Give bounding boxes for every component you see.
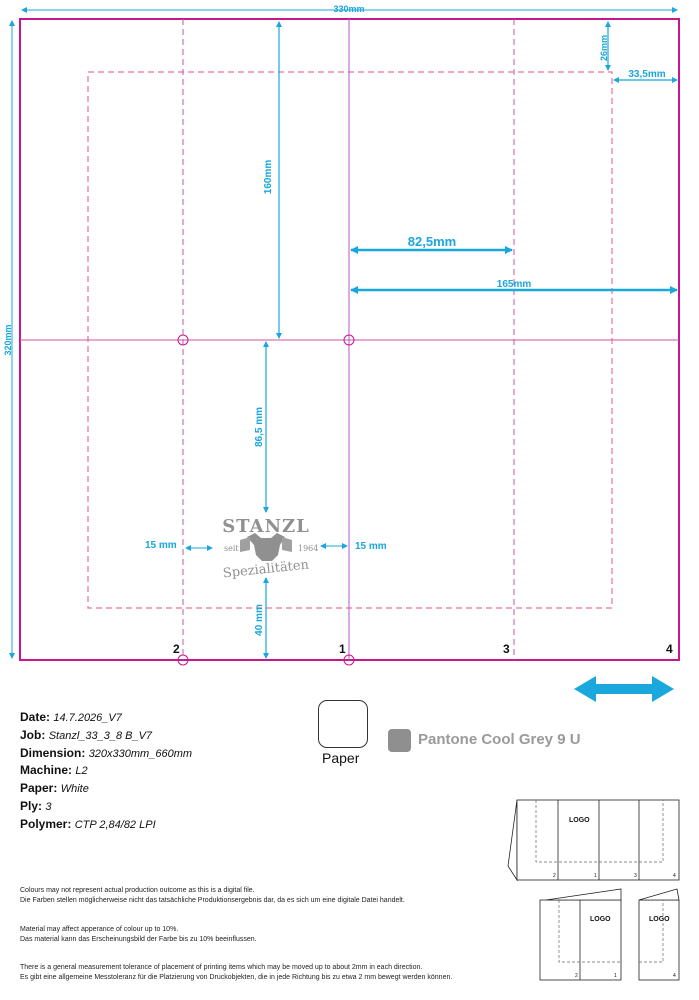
label-165: 165mm bbox=[497, 279, 532, 290]
double-arrow-icon bbox=[574, 676, 674, 702]
info-machine: Machine: L2 bbox=[20, 763, 88, 778]
info-dimension: Dimension: 320x330mm_660mm bbox=[20, 745, 193, 760]
note-tolerance-en: There is a general measurement tolerance… bbox=[20, 964, 423, 971]
label-160: 160mm bbox=[263, 160, 274, 195]
svg-text:LOGO: LOGO bbox=[649, 916, 670, 923]
svg-text:2: 2 bbox=[553, 873, 556, 879]
note-material-en: Material may affect apperance of colour … bbox=[20, 926, 179, 933]
pantone-swatch bbox=[388, 729, 411, 752]
note-colour-en: Colours may not represent actual product… bbox=[20, 887, 255, 894]
svg-text:2: 2 bbox=[575, 973, 578, 979]
label-width: 330mm bbox=[333, 4, 364, 14]
note-tolerance-de: Es gibt eine allgemeine Messtoleranz für… bbox=[20, 974, 453, 981]
label-15-left: 15 mm bbox=[145, 540, 177, 551]
note-colour-de: Die Farben stellen möglicherweise nicht … bbox=[20, 897, 405, 904]
logo-tagline: Spezialitäten bbox=[222, 557, 310, 581]
svg-text:4: 4 bbox=[673, 973, 676, 979]
paper-swatch bbox=[318, 700, 368, 748]
label-40: 40 mm bbox=[254, 604, 265, 636]
fold-diagram-top: LOGO 2 1 3 4 bbox=[507, 799, 680, 882]
info-ply: Ply: 3 bbox=[20, 798, 52, 813]
label-82-5: 82,5mm bbox=[408, 234, 456, 249]
logo-brand: STANZL bbox=[222, 516, 310, 537]
registration-mark bbox=[343, 654, 355, 666]
svg-text:1: 1 bbox=[594, 873, 597, 879]
job-info: Date: 14.7.2026_V7 Job: Stanzl_33_3_8 B_… bbox=[20, 709, 192, 834]
pantone-label: Pantone Cool Grey 9 U bbox=[418, 731, 581, 748]
registration-mark bbox=[177, 334, 189, 346]
label-height: 320mm bbox=[3, 324, 13, 355]
info-paper: Paper: White bbox=[20, 781, 89, 796]
note-material-de: Das material kann das Erscheinungsbild d… bbox=[20, 936, 257, 943]
label-15-right: 15 mm bbox=[355, 541, 387, 552]
svg-text:4: 4 bbox=[673, 873, 676, 879]
registration-mark bbox=[343, 334, 355, 346]
info-date: Date: 14.7.2026_V7 bbox=[20, 710, 122, 724]
svg-text:3: 3 bbox=[634, 873, 637, 879]
fold-diagram-bottom-right: LOGO 4 bbox=[638, 888, 680, 981]
paper-swatch-label: Paper bbox=[322, 750, 360, 766]
logo-bull-head bbox=[247, 533, 285, 561]
stanzl-logo: STANZL seit 1964 Spezialitäten bbox=[222, 516, 318, 581]
panel-number-1: 1 bbox=[339, 642, 346, 656]
label-right-margin: 33,5mm bbox=[628, 69, 665, 80]
panel-number-2: 2 bbox=[173, 642, 180, 656]
svg-text:LOGO: LOGO bbox=[590, 916, 611, 923]
registration-mark bbox=[177, 654, 189, 666]
panel-number-4: 4 bbox=[666, 642, 673, 656]
fold-diagram-logo: LOGO bbox=[569, 817, 590, 824]
svg-text:1: 1 bbox=[614, 973, 617, 979]
info-job: Job: Stanzl_33_3_8 B_V7 bbox=[20, 727, 153, 742]
info-polymer: Polymer: CTP 2,84/82 LPI bbox=[20, 816, 156, 831]
logo-year: 1964 bbox=[298, 544, 318, 553]
panel-number-3: 3 bbox=[503, 642, 510, 656]
label-86-5: 86,5 mm bbox=[254, 407, 265, 447]
logo-seit: seit bbox=[224, 544, 239, 553]
fold-diagram-bottom-left: LOGO 2 1 bbox=[539, 888, 622, 981]
label-top-margin: 26mm bbox=[599, 35, 609, 61]
